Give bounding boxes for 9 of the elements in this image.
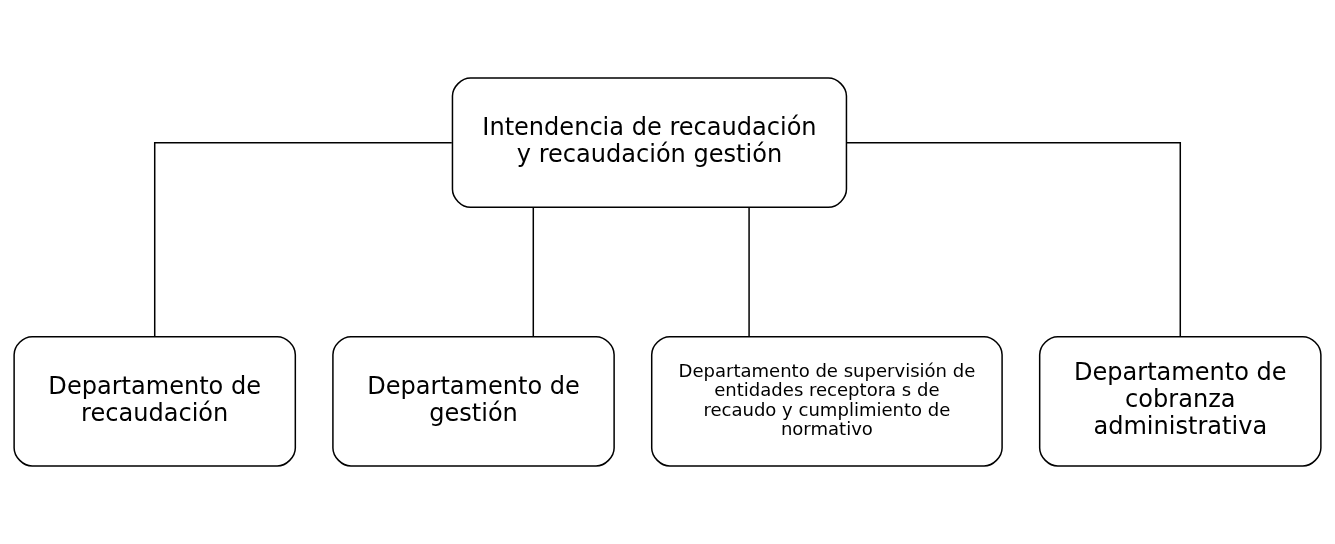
node-box: Departamento de gestión — [332, 335, 615, 467]
connector — [846, 141, 1182, 337]
connector — [748, 207, 750, 338]
node-box: Departamento de recaudación — [13, 335, 297, 467]
connector — [153, 141, 453, 337]
node-box: Intendencia de recaudación y recaudación gestión — [451, 77, 848, 209]
node-box: Departamento de cobranza administrativa — [1038, 335, 1322, 467]
node-box: Departamento de supervisión de entidades receptora s de recaudo y cumplimiento de normativo — [650, 335, 1003, 467]
connector — [532, 207, 535, 338]
